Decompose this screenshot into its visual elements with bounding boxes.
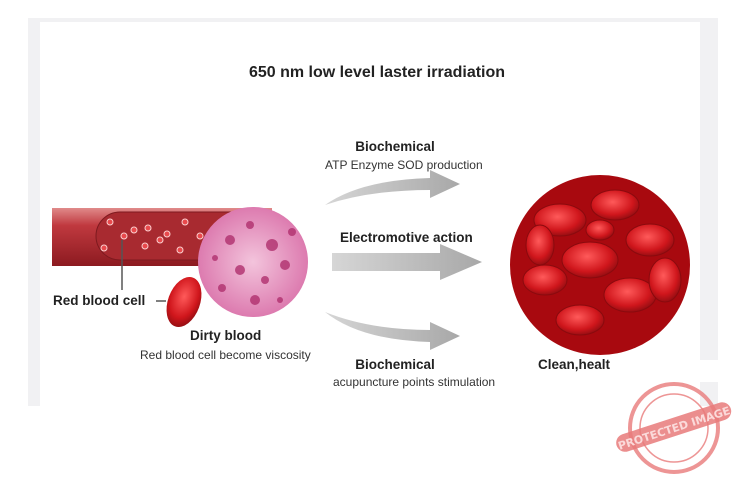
arrow-bottom	[325, 312, 460, 350]
arrow-middle	[332, 244, 482, 280]
bottom-arrow-subtext: acupuncture points stimulation	[333, 375, 496, 389]
dirty-blood-subtext: Red blood cell become viscosity	[140, 348, 311, 362]
dirty-blood-micrograph	[198, 207, 308, 317]
red-blood-cell-label: Red blood cell	[53, 293, 146, 308]
occluding-strip	[606, 360, 718, 382]
dirty-blood-heading: Dirty blood	[190, 328, 262, 343]
red-blood-cell-image	[166, 276, 202, 328]
healthy-blood-image	[510, 175, 690, 355]
page-title: 650 nm low level laster irradiation	[248, 64, 506, 81]
clean-blood-heading: Clean,healt	[538, 357, 611, 372]
arrow-top	[325, 170, 460, 205]
middle-arrow-heading: Electromotive action	[340, 230, 473, 245]
top-arrow-subtext: ATP Enzyme SOD production	[325, 158, 483, 172]
top-arrow-heading: Biochemical	[355, 139, 435, 154]
protected-image-watermark: PROTECTED IMAGE	[612, 378, 736, 478]
bottom-arrow-heading: Biochemical	[355, 357, 435, 372]
